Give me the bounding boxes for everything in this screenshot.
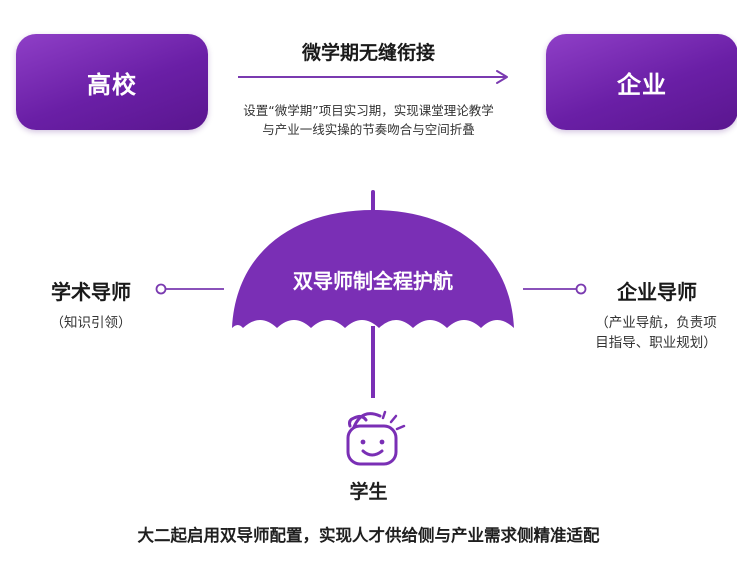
description-line-1: 设置“微学期”项目实习期，实现课堂理论教学 [243,103,494,118]
description-line-2: 与产业一线实操的节奏吻合与空间折叠 [262,122,475,137]
enterprise-mentor-subtitle-2: 目指导、职业规划） [595,335,717,351]
student-label: 学生 [349,481,388,503]
left-connector [155,283,224,295]
academic-mentor-subtitle: （知识引领） [50,315,132,331]
right-arrow-icon [238,70,508,84]
smiling-student-icon [346,410,406,466]
enterprise-box: 企业 [546,34,737,130]
university-label: 高校 [87,70,137,99]
umbrella-icon [232,190,514,398]
university-box: 高校 [16,34,208,130]
umbrella-label: 双导师制全程护航 [293,269,453,293]
academic-mentor-title: 学术导师 [51,280,131,304]
right-connector [523,283,587,295]
enterprise-mentor-subtitle-1: （产业导航，负责项 [595,315,717,331]
enterprise-mentor-title: 企业导师 [617,280,697,304]
footer-text: 大二起启用双导师配置，实现人才供给侧与产业需求侧精准适配 [137,526,600,545]
enterprise-label: 企业 [617,70,667,99]
arrow-title: 微学期无缝衔接 [301,42,435,64]
